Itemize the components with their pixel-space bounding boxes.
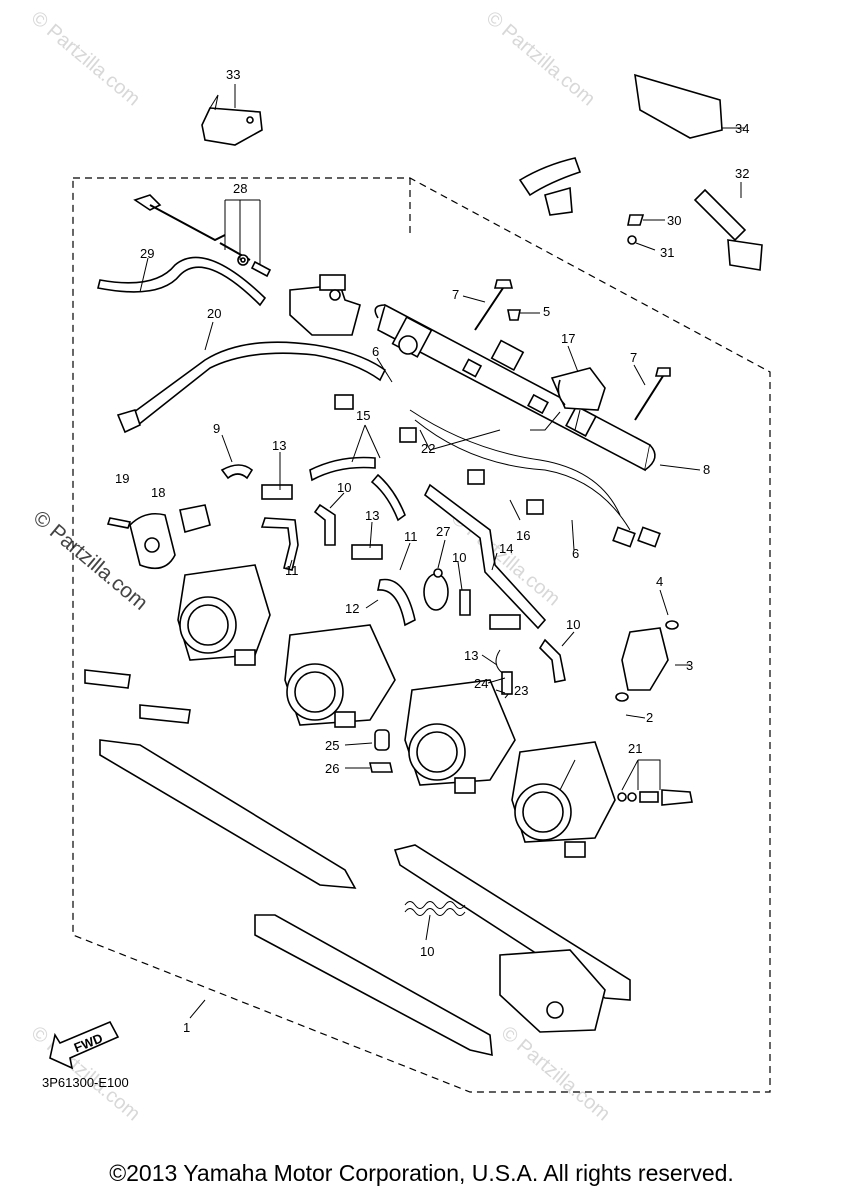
- callout-27: 27: [436, 524, 450, 539]
- bolts: [474, 214, 671, 421]
- callout-29: 29: [140, 246, 154, 261]
- fuel-rail: [374, 303, 656, 472]
- callout-13: 13: [272, 438, 286, 453]
- linkage-block: [499, 949, 606, 1033]
- callout-9: 10: [420, 944, 434, 959]
- callout-1: 1: [183, 1020, 190, 1035]
- watermark: © Partzilla.com: [497, 1022, 614, 1125]
- callout-18: 18: [151, 485, 165, 500]
- callout-33: 32: [735, 166, 749, 181]
- throttle-body-2: [284, 624, 396, 728]
- callout-34: 34: [735, 121, 749, 136]
- leader-lines: [139, 84, 745, 1019]
- callout-22: 22: [421, 441, 435, 456]
- throttle-position-sensor: [106, 504, 211, 570]
- callout-13b: 13: [365, 508, 379, 523]
- throttle-body-3: [404, 679, 516, 794]
- callout-25: 25: [325, 738, 339, 753]
- callout-15: 15: [356, 408, 370, 423]
- screw-set: [617, 789, 693, 806]
- callout-11b: 11: [285, 563, 299, 578]
- throttle-body-4: [511, 741, 616, 858]
- callout-10: 9: [213, 421, 220, 436]
- callout-26: 26: [325, 761, 339, 776]
- callout-30: 30: [667, 213, 681, 228]
- hose-29: [97, 256, 267, 307]
- callout-14: 14: [499, 541, 513, 556]
- callout-31: 31: [660, 245, 674, 260]
- watermark: © Partzilla.com: [27, 7, 144, 110]
- callout-10d: 10: [566, 617, 580, 632]
- callout-23: 23: [514, 683, 528, 698]
- callout-13c: 13: [464, 648, 478, 663]
- hose-33: [693, 188, 763, 271]
- callout-7b: 7: [630, 350, 637, 365]
- callout-28: 28: [233, 181, 247, 196]
- small-parts: [369, 568, 513, 773]
- throttle-cable: [133, 194, 272, 278]
- throttle-body-1: [177, 564, 271, 666]
- wire-harness: [334, 394, 661, 548]
- callout-16: 16: [516, 528, 530, 543]
- callouts: 33 34 32 28 30 31 29 7 5 20 17 6 7 15 9 …: [115, 67, 749, 1035]
- callout-6: 6: [372, 344, 379, 359]
- copyright-notice: ©2013 Yamaha Motor Corporation, U.S.A. A…: [109, 1160, 734, 1186]
- hose-20: [116, 341, 387, 434]
- callout-17: 17: [561, 331, 575, 346]
- callout-7: 7: [452, 287, 459, 302]
- callout-19: 19: [115, 471, 129, 486]
- spring: [404, 901, 466, 916]
- callout-10c: 10: [452, 550, 466, 565]
- fuel-injector: [615, 620, 679, 702]
- callout-32: 33: [226, 67, 240, 82]
- diagram-code: 3P61300-E100: [42, 1075, 129, 1090]
- callout-21: 21: [628, 741, 642, 756]
- callout-6b: 6: [572, 546, 579, 561]
- watermark: © Partzilla.com: [482, 7, 599, 110]
- pressure-sensor: [530, 367, 606, 431]
- callout-4: 4: [656, 574, 663, 589]
- fwd-label: FWD: [72, 1030, 105, 1055]
- callout-5: 5: [543, 304, 550, 319]
- callout-2: 2: [646, 710, 653, 725]
- callout-11: 11: [404, 529, 418, 544]
- starter-plunger: [289, 274, 361, 336]
- hose-34: [518, 73, 723, 216]
- bracket: [201, 94, 263, 146]
- callout-20: 20: [207, 306, 221, 321]
- callout-24: 24: [474, 676, 488, 691]
- callout-10b: 10: [337, 480, 351, 495]
- vacuum-hoses: [220, 456, 566, 683]
- callout-12: 12: [345, 601, 359, 616]
- callout-8: 8: [703, 462, 710, 477]
- callout-3: 3: [686, 658, 693, 673]
